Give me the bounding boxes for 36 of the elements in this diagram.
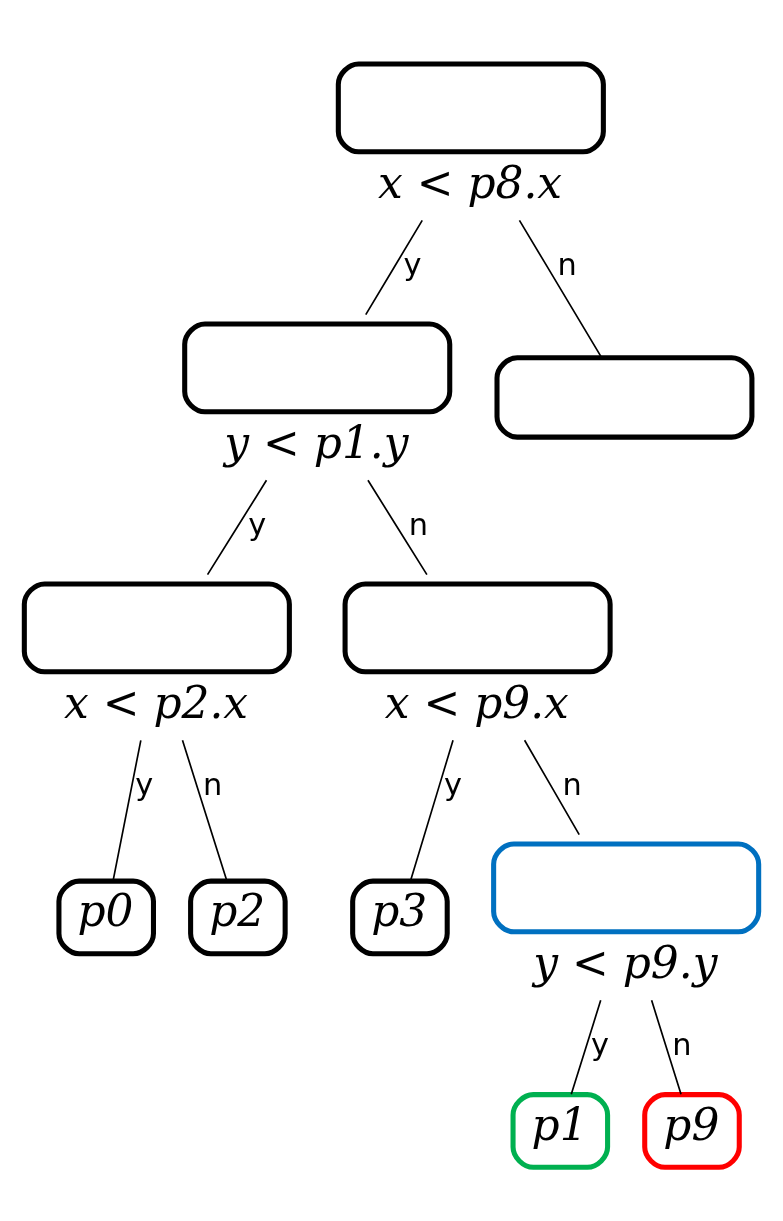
edge-label: y	[444, 766, 463, 802]
connector	[650, 999, 682, 1095]
edge-label: y	[591, 1026, 609, 1062]
node-box	[182, 321, 453, 414]
node-box	[491, 840, 762, 934]
edge-label: n	[202, 766, 223, 802]
connector	[409, 738, 454, 882]
node-label: x < p9.x	[384, 676, 569, 728]
node-label: x < p8.x	[377, 156, 563, 208]
edge-label: n	[672, 1026, 692, 1062]
node-box: p1	[510, 1091, 611, 1170]
node-box: p0	[56, 878, 156, 956]
node-label: y < p9.y	[533, 936, 718, 988]
connector	[364, 219, 424, 315]
edge-label: y	[135, 766, 154, 802]
node-box: p9	[642, 1091, 742, 1170]
connector	[206, 478, 268, 575]
connector	[570, 999, 602, 1095]
edge-label: y	[248, 506, 267, 542]
edge-label: n	[562, 766, 582, 802]
node-box	[335, 61, 606, 154]
connector	[518, 219, 603, 358]
edge-label: y	[403, 246, 422, 282]
node-box	[21, 580, 292, 674]
node-label: x < p2.x	[64, 676, 249, 728]
edge-label: n	[557, 246, 577, 282]
node-box	[494, 354, 755, 440]
node-label: y < p1.y	[224, 416, 409, 468]
node-box: p3	[350, 878, 450, 956]
connector	[181, 738, 228, 882]
node-box: p2	[188, 878, 288, 956]
connector	[523, 738, 581, 835]
node-box	[342, 580, 613, 674]
edge-label: n	[408, 506, 429, 542]
connector	[112, 738, 142, 882]
connector	[367, 478, 428, 575]
